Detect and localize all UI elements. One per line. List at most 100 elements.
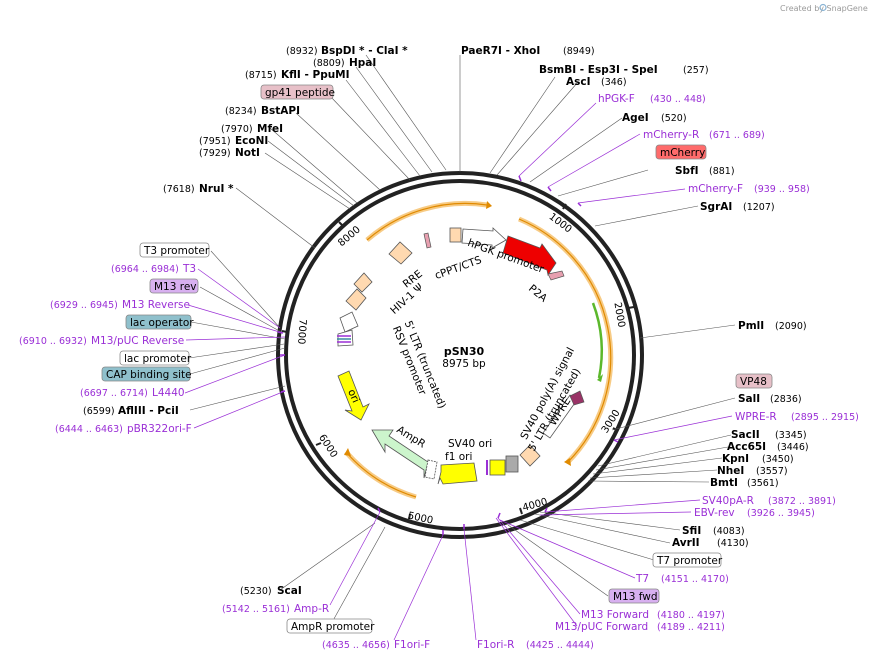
site-bsmbi[interactable]: BsmBI - Esp3I - SpeI (539, 64, 658, 76)
site-kpni[interactable]: KpnI (722, 453, 749, 465)
leader-lines (188, 54, 736, 627)
site-nrui-pos: (7618) (163, 184, 195, 195)
arc-right (518, 218, 612, 463)
site-noti[interactable]: NotI (235, 147, 260, 159)
primer-mcherry-f[interactable]: mCherry-F (688, 183, 743, 195)
primer-f1ori-f[interactable]: F1ori-F (394, 639, 430, 651)
primer-m13-forward-pos: (4180 .. 4197) (657, 610, 725, 621)
primer-leader-lines (184, 102, 733, 641)
site-pmli[interactable]: PmlI (738, 320, 764, 332)
feature-gp41 (423, 232, 432, 249)
site-avrii[interactable]: AvrII (672, 537, 700, 549)
site-agei[interactable]: AgeI (622, 112, 649, 124)
site-asci[interactable]: AscI (566, 76, 591, 88)
primer-mcherry-r[interactable]: mCherry-R (643, 129, 699, 141)
primer-ebv-rev-pos: (3926 .. 3945) (747, 508, 815, 519)
box-m13-fwd[interactable]: M13 fwd (608, 588, 660, 604)
box-m13-rev[interactable]: M13 rev (149, 278, 199, 294)
site-sgrai-pos: (1207) (743, 202, 775, 213)
primer-t3[interactable]: T3 (182, 263, 196, 275)
primer-wpre-r[interactable]: WPRE-R (735, 411, 777, 423)
site-hpai[interactable]: HpaI (349, 57, 376, 69)
site-sali-pos: (2836) (770, 394, 802, 405)
box-m13-fwd-label: M13 fwd (613, 591, 658, 603)
box-lac-promoter[interactable]: lac promoter (119, 350, 192, 366)
arc-bottom (345, 451, 417, 498)
snapgene-logo-icon (819, 3, 827, 12)
box-gp41[interactable]: gp41 peptide (260, 84, 335, 100)
primer-f1ori-f-pos: (4635 .. 4656) (322, 640, 390, 651)
primer-m13-reverse[interactable]: M13 Reverse (122, 299, 190, 311)
site-noti-pos: (7929) (199, 148, 231, 159)
primer-t7-pos: (4151 .. 4170) (661, 574, 729, 585)
site-nhei-pos: (3557) (756, 466, 788, 477)
plasmid-name: pSN30 (444, 345, 485, 358)
primer-m13puc-forward[interactable]: M13/pUC Forward (555, 621, 648, 633)
primer-m13-forward[interactable]: M13 Forward (581, 609, 649, 621)
site-bspdi[interactable]: BspDI * - ClaI * (321, 45, 408, 57)
site-afliii[interactable]: AflIII - PciI (118, 405, 179, 417)
primer-pbr322ori-f-pos: (6444 .. 6463) (55, 424, 123, 435)
box-lac-operator[interactable]: lac operator (125, 314, 194, 330)
site-nhei[interactable]: NheI (717, 465, 744, 477)
tick-7000: 7000 (295, 319, 308, 345)
feature-stripes (337, 335, 351, 343)
primer-f1ori-r[interactable]: F1ori-R (477, 639, 514, 651)
feature-vp48 (569, 390, 585, 406)
site-sbfi[interactable]: SbfI (675, 165, 699, 177)
site-sgrai[interactable]: SgrAI (700, 201, 732, 213)
site-paer7i-pos: (8949) (563, 46, 595, 57)
box-ampr-promoter[interactable]: AmpR promoter (286, 618, 375, 634)
primer-ebv-rev[interactable]: EBV-rev (694, 507, 735, 519)
primer-amp-r[interactable]: Amp-R (294, 603, 329, 615)
site-paer7i[interactable]: PaeR7I - XhoI (461, 45, 540, 57)
tick-2000: 2000 (611, 301, 626, 328)
primer-m13puc-reverse-pos: (6910 .. 6932) (19, 336, 87, 347)
site-bmti[interactable]: BmtI (710, 477, 738, 489)
label-ori: ori (345, 387, 362, 404)
site-sacii[interactable]: SacII (731, 429, 760, 441)
arc-green (591, 302, 603, 379)
tick-marks (281, 203, 635, 520)
primer-m13puc-reverse[interactable]: M13/pUC Reverse (91, 335, 184, 347)
primer-f1ori-r-pos: (4425 .. 4444) (526, 640, 594, 651)
box-t7-promoter[interactable]: T7 promoter (652, 552, 723, 568)
box-mcherry[interactable]: mCherry (655, 144, 707, 160)
feature-rre (388, 241, 413, 265)
site-kfli[interactable]: KflI - PpuMI (281, 69, 350, 81)
primer-t7[interactable]: T7 (635, 573, 649, 585)
feature-p2a (547, 270, 565, 281)
primer-hpgk-f-pos: (430 .. 448) (650, 94, 706, 105)
primer-l4440-pos: (6697 .. 6714) (80, 388, 148, 399)
primer-sv40pa-r[interactable]: SV40pA-R (702, 495, 754, 507)
site-acc65i[interactable]: Acc65I (727, 441, 766, 453)
primer-l4440[interactable]: L4440 (152, 387, 185, 399)
site-sali[interactable]: SalI (738, 393, 760, 405)
arc-green-arrow (597, 374, 603, 382)
arc-top-arrow (486, 201, 492, 209)
primer-hpgk-f[interactable]: hPGK-F (598, 93, 635, 105)
site-econi[interactable]: EcoNI (235, 135, 268, 147)
primer-mcherry-r-pos: (671 .. 689) (709, 130, 765, 141)
box-t3-promoter[interactable]: T3 promoter (139, 242, 210, 258)
arc-bottom-highlight (344, 450, 417, 500)
box-cap-binding-site[interactable]: CAP binding site (101, 366, 192, 382)
box-lac-operator-label: lac operator (130, 317, 194, 329)
site-econi-pos: (7951) (199, 136, 231, 147)
feature-cppt (449, 227, 462, 243)
feature-sv40-polya (505, 455, 519, 473)
site-bstapi[interactable]: BstAPI (261, 105, 300, 117)
arc-top (366, 202, 488, 241)
box-ampr-promoter-label: AmpR promoter (291, 621, 375, 633)
site-scai[interactable]: ScaI (277, 585, 302, 597)
primer-pbr322ori-f[interactable]: pBR322ori-F (127, 423, 192, 435)
box-vp48[interactable]: VP48 (735, 373, 773, 389)
primer-wpre-r-pos: (2895 .. 2915) (791, 412, 859, 423)
site-nrui[interactable]: NruI * (199, 183, 234, 195)
site-mfei[interactable]: MfeI (257, 123, 283, 135)
primer-amp-r-pos: (5142 .. 5161) (222, 604, 290, 615)
box-t3-promoter-label: T3 promoter (143, 245, 210, 257)
site-sfii[interactable]: SfiI (682, 525, 701, 537)
box-mcherry-label: mCherry (660, 147, 705, 159)
